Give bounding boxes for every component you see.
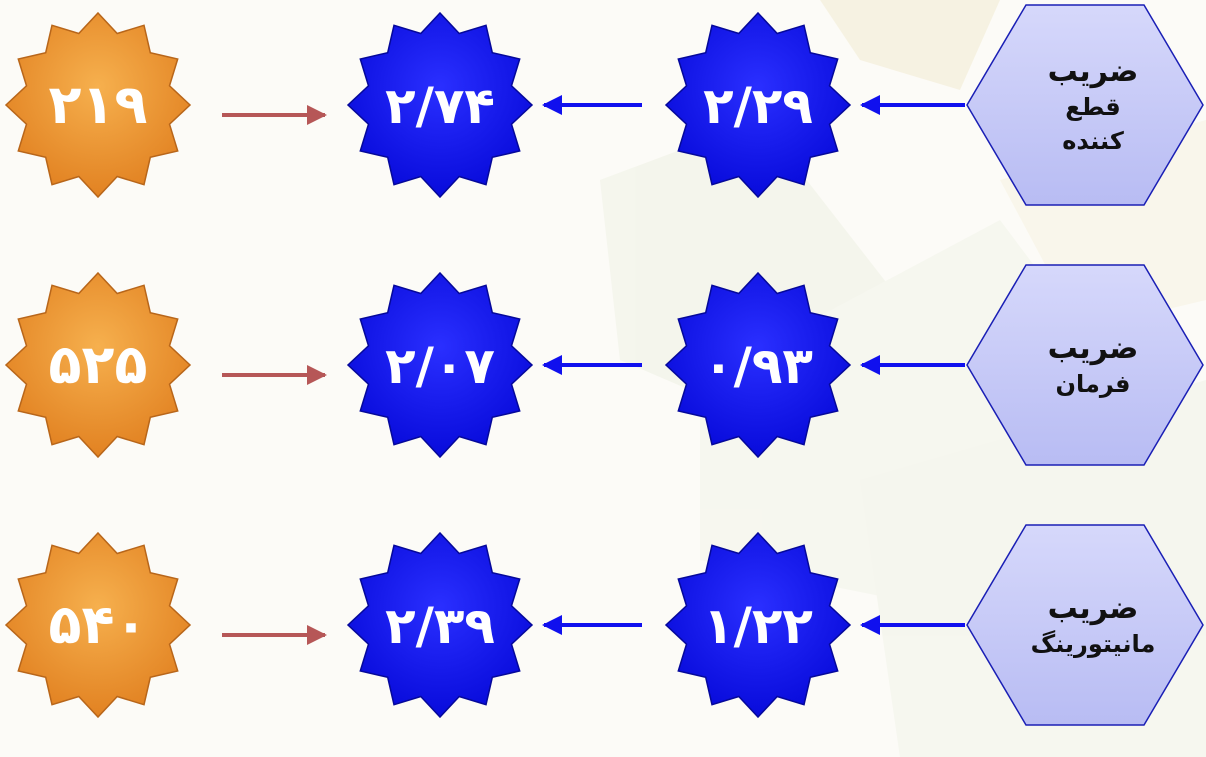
label-line-1: ضریب xyxy=(1048,54,1139,89)
label-line-1: ضریب xyxy=(1048,331,1139,366)
value-b-text: ۲/۰۷ xyxy=(385,337,495,395)
value-a-star xyxy=(664,271,852,459)
result-text: ۵۲۵ xyxy=(49,333,148,396)
value-b-text: ۲/۷۴ xyxy=(385,77,495,135)
value-a-text: ۰/۹۳ xyxy=(703,337,813,395)
label-hexagon xyxy=(966,4,1204,206)
value-a-text: ۲/۲۹ xyxy=(703,77,813,135)
value-b-star xyxy=(346,11,534,199)
row-3: ضریب مانیتورینگ ۱/۲۲ ۲/۳۹ ۵۴۰ xyxy=(4,524,1204,726)
value-a-star xyxy=(664,531,852,719)
label-hexagon xyxy=(966,524,1204,726)
value-b-star xyxy=(346,531,534,719)
label-line-3: کننده xyxy=(1062,127,1124,155)
label-line-2: قطع xyxy=(1065,93,1121,121)
label-hexagon xyxy=(966,264,1204,466)
label-line-2: مانیتورینگ xyxy=(1031,630,1156,658)
value-a-star xyxy=(664,11,852,199)
row-1: ضریب قطع کننده ۲/۲۹ ۲/۷۴ ۲۱۹ xyxy=(4,4,1204,206)
result-text: ۵۴۰ xyxy=(49,593,148,656)
value-b-text: ۲/۳۹ xyxy=(385,597,495,655)
label-line-2: فرمان xyxy=(1056,370,1131,398)
value-b-star xyxy=(346,271,534,459)
result-star xyxy=(4,11,192,199)
result-star xyxy=(4,271,192,459)
row-2: ضریب فرمان ۰/۹۳ ۲/۰۷ ۵۲۵ xyxy=(4,264,1204,466)
label-line-1: ضریب xyxy=(1048,591,1139,626)
value-a-text: ۱/۲۲ xyxy=(703,597,813,655)
result-star xyxy=(4,531,192,719)
result-text: ۲۱۹ xyxy=(49,73,148,136)
